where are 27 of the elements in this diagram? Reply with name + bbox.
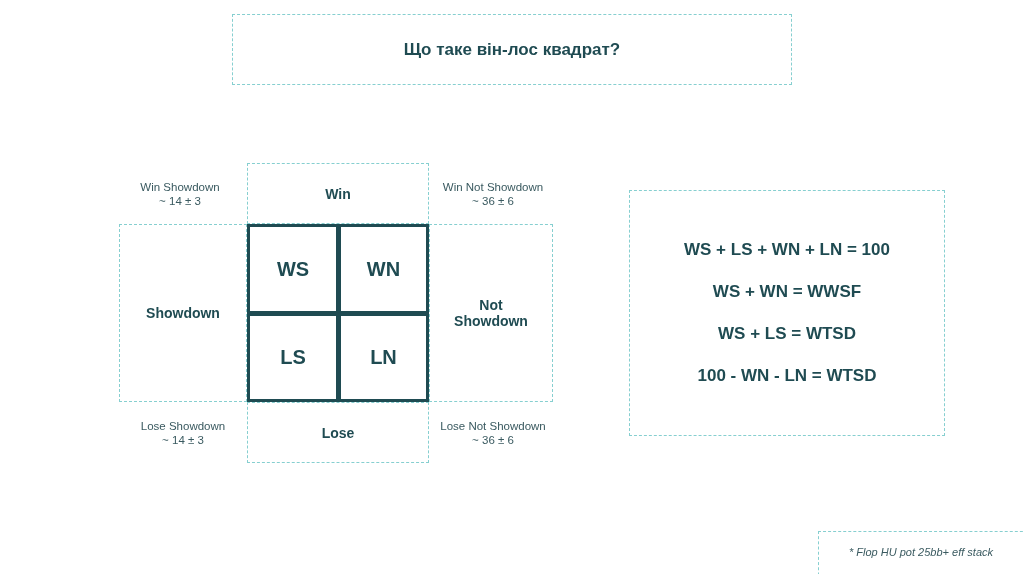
footnote: * Flop HU pot 25bb+ eff stack xyxy=(849,546,993,558)
quadrant-label: LN xyxy=(370,346,397,369)
formula: WS + LS + WN + LN = 100 xyxy=(684,240,890,260)
quadrant-label: WS xyxy=(276,257,310,281)
corner-note: Win Showdown xyxy=(139,181,221,193)
corner-note: Lose Not Showdown xyxy=(439,420,547,432)
formula: 100 - WN - LN = WTSD xyxy=(697,366,877,386)
corner-note: ~ 14 ± 3 xyxy=(161,434,205,446)
quadrant-cell xyxy=(338,224,429,314)
title: Що таке він-лос квадрат? xyxy=(403,39,621,60)
corner-note: Win Not Showdown xyxy=(441,181,545,193)
category-label: Showdown xyxy=(146,305,220,321)
quadrant-label: LS xyxy=(280,346,306,369)
formula-panel xyxy=(629,190,945,436)
corner-note: ~ 14 ± 3 xyxy=(158,195,202,207)
formula: WS + LS = WTSD xyxy=(718,324,856,344)
quadrant-label: WN xyxy=(366,257,401,281)
corner-note: Lose Showdown xyxy=(139,420,227,432)
corner-note: ~ 36 ± 6 xyxy=(471,434,515,446)
category-label: Not Showdown xyxy=(453,297,529,329)
corner-note: ~ 36 ± 6 xyxy=(471,195,515,207)
category-label: Win xyxy=(325,185,351,202)
formula: WS + WN = WWSF xyxy=(712,282,862,302)
quadrant-cell xyxy=(247,313,339,402)
quadrant-cell xyxy=(338,313,429,402)
quadrant-cell xyxy=(247,224,339,314)
category-label: Lose xyxy=(321,424,355,441)
